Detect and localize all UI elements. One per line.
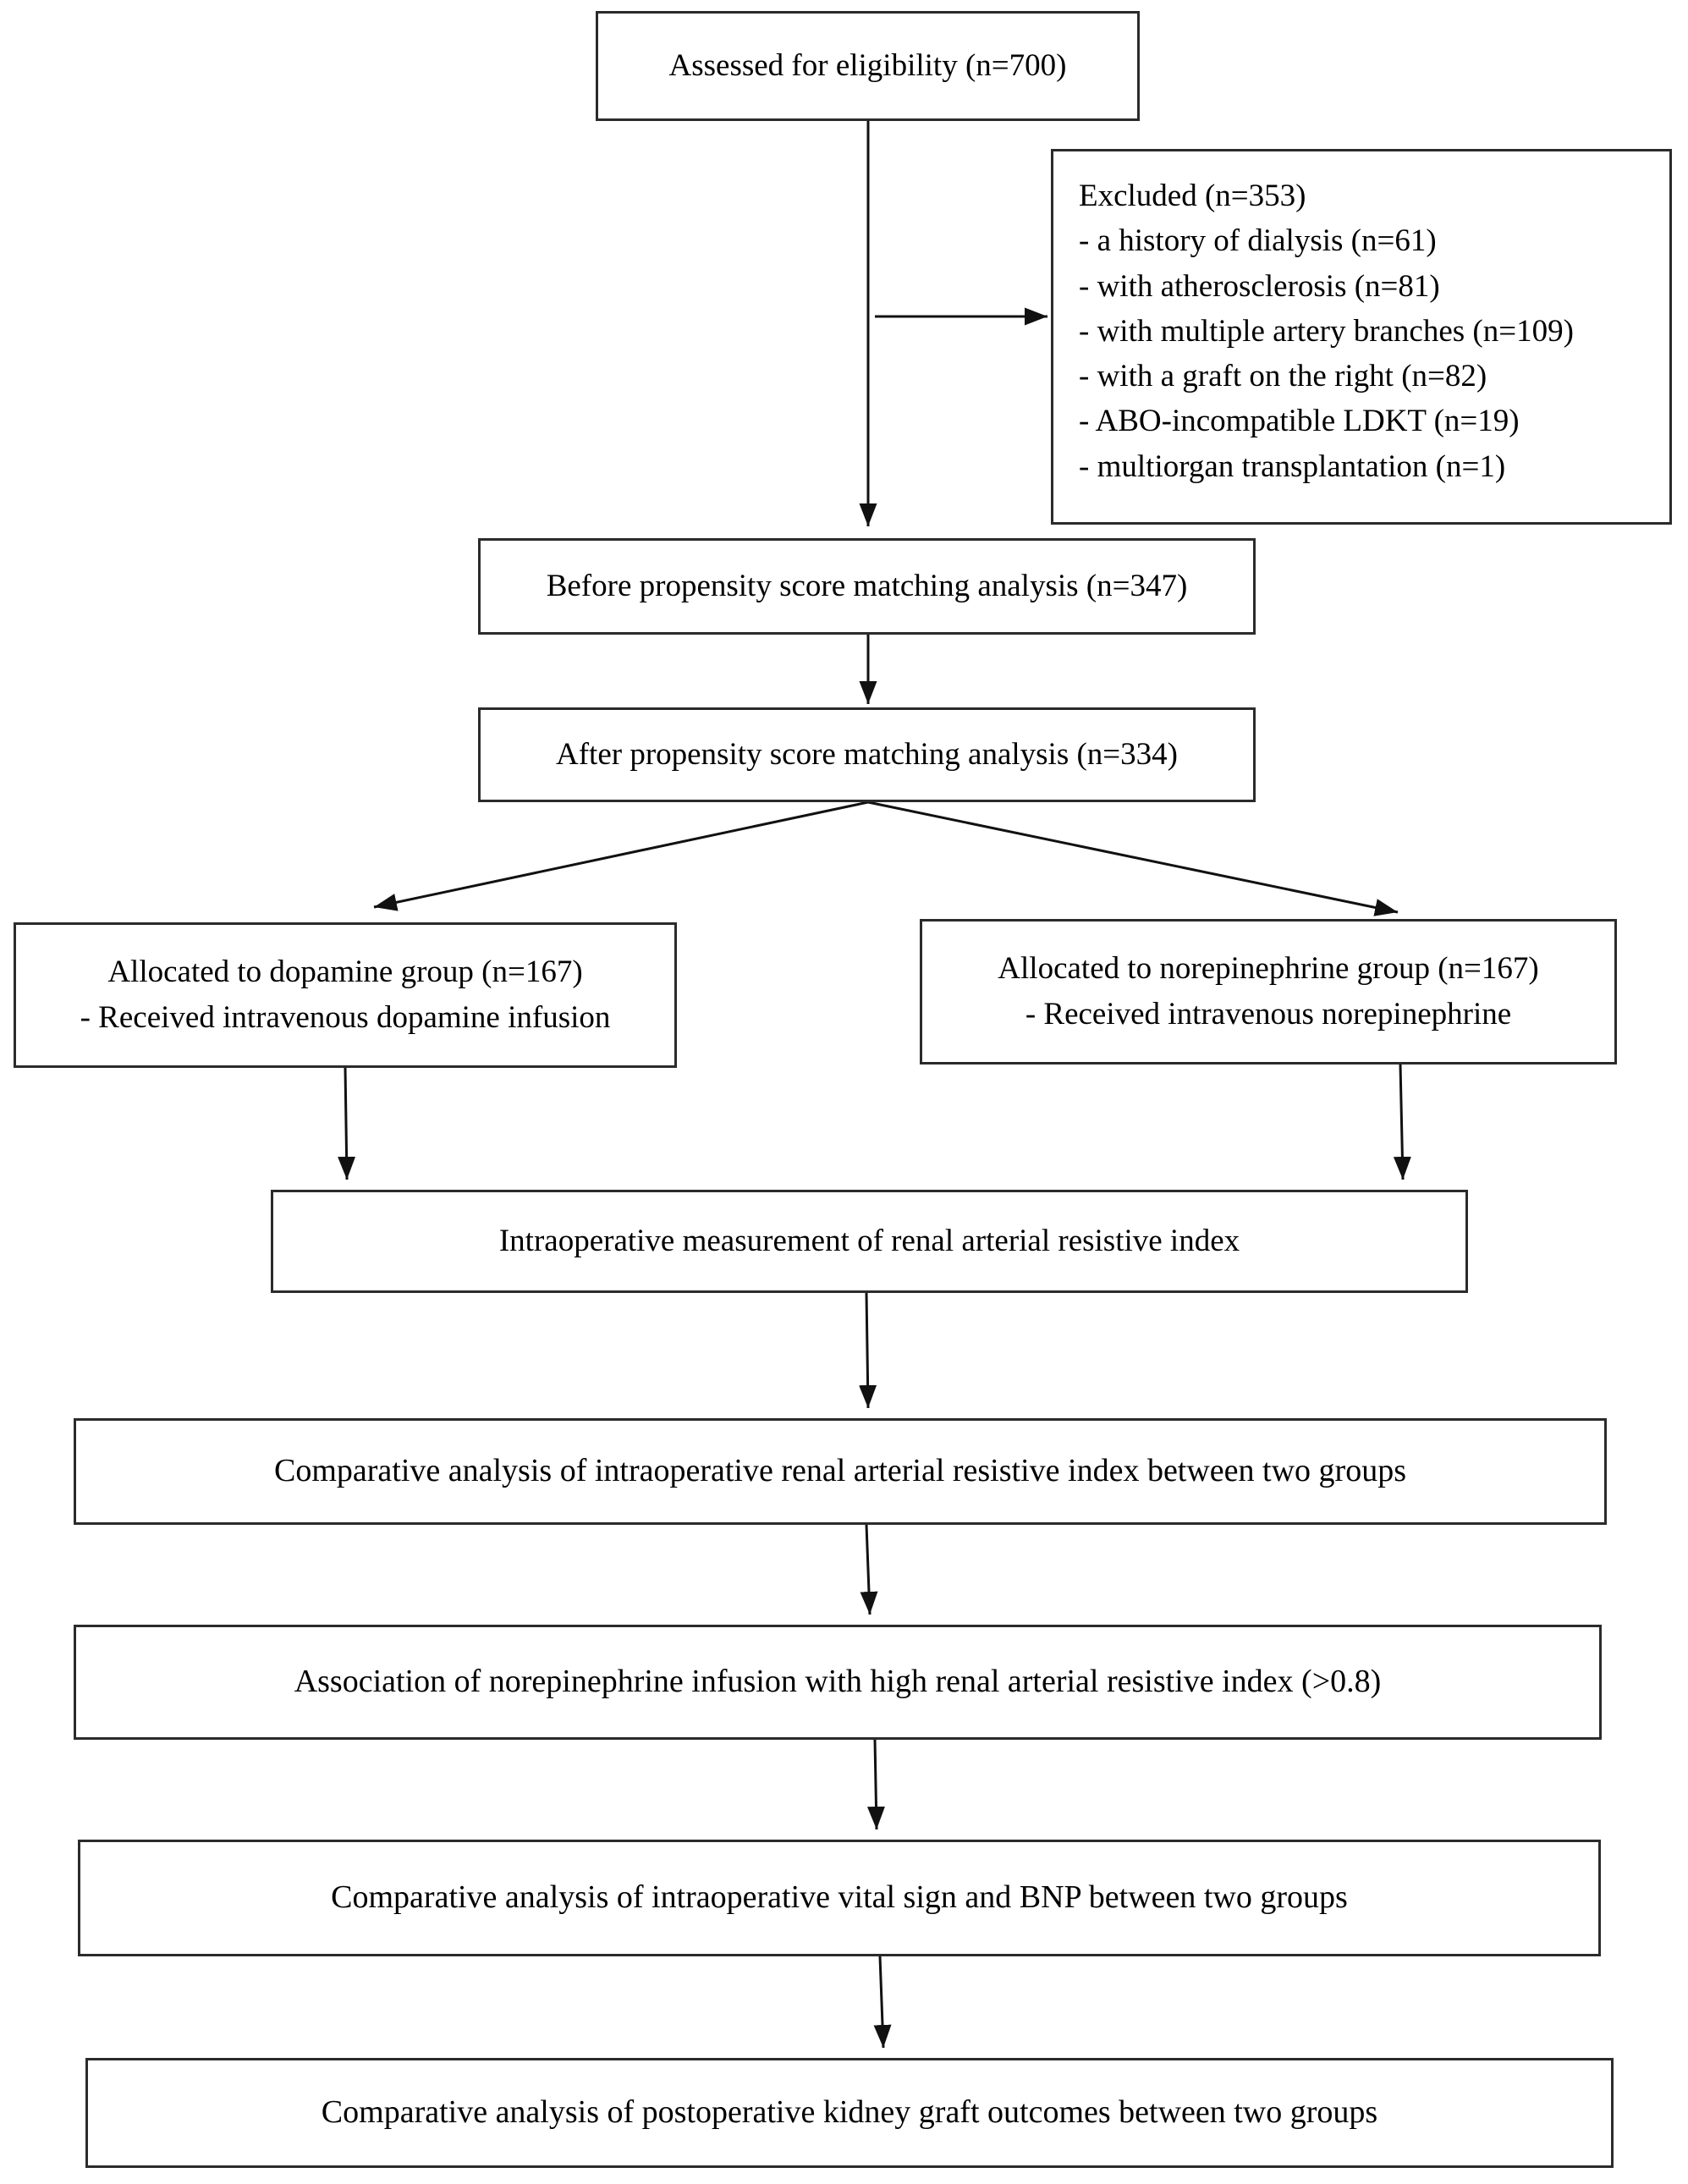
- dopamine-group-title: Allocated to dopamine group (n=167): [107, 954, 583, 990]
- excluded-item: - ABO-incompatible LDKT (n=19): [1079, 404, 1520, 439]
- edge-norepinephrine-to-measurement: [1393, 1064, 1411, 1180]
- edge-after-psm-to-dopamine: [373, 800, 869, 911]
- node-comparative-ri: Comparative analysis of intraoperative r…: [74, 1418, 1607, 1525]
- node-assessed-label: Assessed for eligibility (n=700): [668, 48, 1067, 84]
- edge-dopamine-to-measurement: [338, 1067, 356, 1180]
- node-after-psm: After propensity score matching analysis…: [478, 707, 1256, 802]
- node-graft-outcomes-label: Comparative analysis of postoperative ki…: [321, 2094, 1378, 2131]
- node-comparative-ri-label: Comparative analysis of intraoperative r…: [274, 1453, 1406, 1489]
- node-graft-outcomes: Comparative analysis of postoperative ki…: [85, 2058, 1614, 2168]
- edge-comparative-ri-to-association: [860, 1524, 878, 1615]
- node-dopamine-group: Allocated to dopamine group (n=167) - Re…: [14, 922, 677, 1068]
- edge-after-psm-to-norepinephrine: [867, 800, 1399, 916]
- node-assessed: Assessed for eligibility (n=700): [596, 11, 1140, 121]
- node-association-label: Association of norepinephrine infusion w…: [294, 1664, 1382, 1700]
- node-vital-bnp-label: Comparative analysis of intraoperative v…: [331, 1879, 1348, 1916]
- edge-measurement-to-comparative-ri: [859, 1292, 877, 1409]
- excluded-item: - with a graft on the right (n=82): [1079, 359, 1487, 394]
- node-before-psm-label: Before propensity score matching analysi…: [546, 569, 1188, 604]
- norepinephrine-group-detail: - Received intravenous norepinephrine: [1025, 997, 1512, 1031]
- node-before-psm: Before propensity score matching analysi…: [478, 538, 1256, 635]
- node-vital-bnp: Comparative analysis of intraoperative v…: [78, 1840, 1601, 1956]
- excluded-item: - with atherosclerosis (n=81): [1079, 268, 1440, 304]
- edge-association-to-vital-bnp: [866, 1739, 885, 1830]
- edge-vital-bnp-to-outcomes: [873, 1956, 892, 2049]
- node-after-psm-label: After propensity score matching analysis…: [556, 737, 1178, 773]
- excluded-item: - a history of dialysis (n=61): [1079, 223, 1437, 259]
- node-association: Association of norepinephrine infusion w…: [74, 1625, 1602, 1740]
- node-norepinephrine-group: Allocated to norepinephrine group (n=167…: [920, 919, 1617, 1064]
- node-excluded: Excluded (n=353) - a history of dialysis…: [1051, 149, 1672, 525]
- excluded-item: - multiorgan transplantation (n=1): [1079, 448, 1506, 484]
- node-intraoperative-measurement: Intraoperative measurement of renal arte…: [271, 1190, 1468, 1293]
- norepinephrine-group-title: Allocated to norepinephrine group (n=167…: [998, 951, 1539, 987]
- excluded-item: - with multiple artery branches (n=109): [1079, 313, 1574, 349]
- excluded-title: Excluded (n=353): [1079, 179, 1306, 213]
- node-intraoperative-measurement-label: Intraoperative measurement of renal arte…: [498, 1224, 1240, 1259]
- dopamine-group-detail: - Received intravenous dopamine infusion: [80, 1000, 611, 1035]
